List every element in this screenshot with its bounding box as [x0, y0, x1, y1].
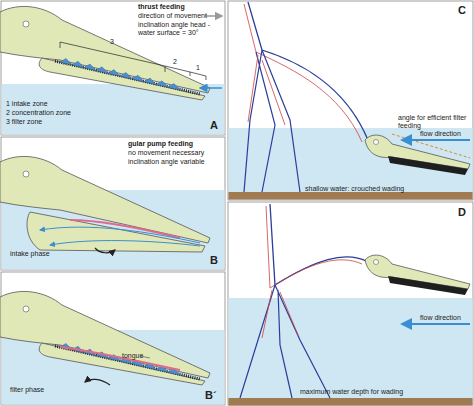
zone-legend: 3 filter zone	[6, 118, 106, 126]
zone-legend: 1 intake zone	[6, 100, 106, 108]
flow-label: flow direction	[420, 314, 472, 322]
panel-letter: C	[458, 4, 472, 16]
panel-letter: A	[210, 119, 224, 131]
depth-note: shallow water: crouched wading	[305, 185, 445, 193]
panel-note: inclination angle head - water surface =…	[138, 21, 224, 37]
depth-note: maximum water depth for wading	[300, 388, 450, 396]
panel-letter: D	[458, 206, 472, 218]
panel-note: inclination angle variable	[128, 158, 224, 166]
callout-number: 3	[110, 38, 120, 46]
callout-number: 1	[196, 64, 206, 72]
phase-label: filter phase	[10, 386, 90, 394]
panel-letter: B	[210, 254, 224, 266]
panel-heading: gular pump feeding	[128, 140, 224, 148]
part-label: tongue	[122, 352, 162, 360]
panel-note: no movement necessary	[128, 149, 224, 157]
panel-heading: thrust feeding	[138, 3, 224, 11]
panel-letter: B´	[205, 389, 223, 401]
flow-label: flow direction	[420, 130, 472, 138]
phase-label: intake phase	[10, 250, 90, 258]
zone-legend: 2 concentration zone	[6, 109, 106, 117]
angle-note: angle for efficient filter feeding	[398, 114, 470, 130]
callout-number: 2	[173, 58, 183, 66]
panel-note: direction of movement	[138, 12, 224, 20]
